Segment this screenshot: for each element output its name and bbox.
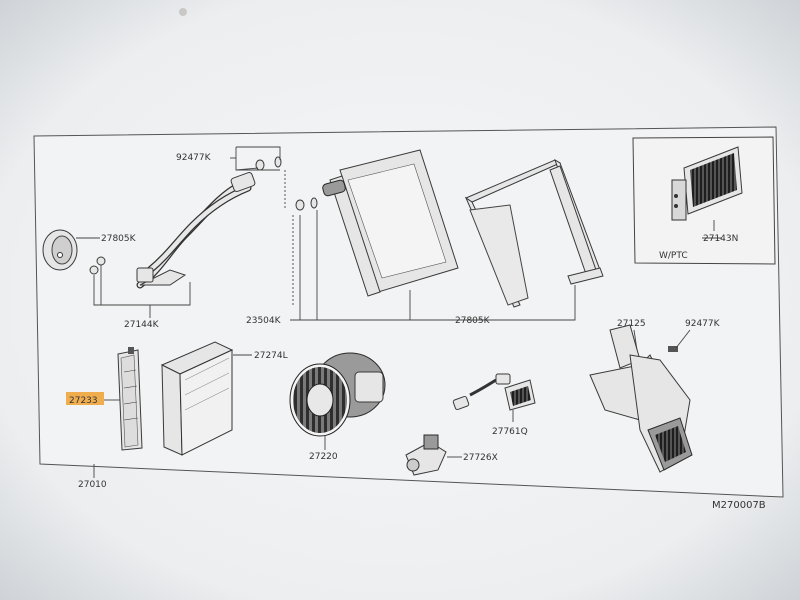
seal-left-label: 27805K [101,234,137,244]
cabin-filter-label: 27274L [254,351,288,361]
assembly-callout: 27010 [78,464,107,490]
pipe-label: 27144K [124,320,160,330]
ptc-heater-part [671,146,743,221]
filter-cover-highlight [66,392,104,405]
filter-cover-part [117,347,143,451]
bracket-callout: 27125 92477K [617,319,721,351]
filter-cover-callout: 27233 [66,392,120,406]
pipe-assembly [89,156,282,289]
ptc-note-label: W/PTC [659,251,688,261]
seal-right-part [464,158,604,308]
seal-left-part [42,229,78,271]
screen-speck [179,8,187,16]
seal-left-callout: 27805K [76,234,137,244]
cabin-filter-callout: 27274L [233,351,288,361]
resistor-label: 27761Q [492,427,528,437]
resistor-callout: 27761Q [492,410,528,437]
cabin-filter-part [160,341,234,456]
blower-motor-callout: 27220 [309,436,338,462]
bracket-part [589,324,693,473]
actuator-callout: 27726X [447,453,498,463]
heater-core-part [295,149,459,297]
bracket-clip-label: 92477K [685,319,721,329]
hose-clip-callout: 92477K [176,146,281,171]
blower-motor-part [289,352,386,437]
heater-core-label: 23504K [246,316,282,326]
diagram-code: M270007B [712,500,766,511]
seal-right-label: 27805K [455,316,491,326]
heater-callout: 23504K 27805K [246,170,576,326]
ptc-heater-label: 27143N [703,234,738,244]
filter-cover-label: 27233 [69,396,98,406]
bracket-label: 27125 [617,319,646,329]
blower-motor-label: 27220 [309,452,338,462]
actuator-label: 27726X [463,453,498,463]
resistor-part [452,373,536,411]
pipe-callout: 27144K [93,265,191,330]
actuator-part [405,434,447,476]
ptc-heater-inset: 27143N W/PTC [632,136,776,265]
hose-clip-label: 92477K [176,153,212,163]
assembly-label: 27010 [78,480,107,490]
